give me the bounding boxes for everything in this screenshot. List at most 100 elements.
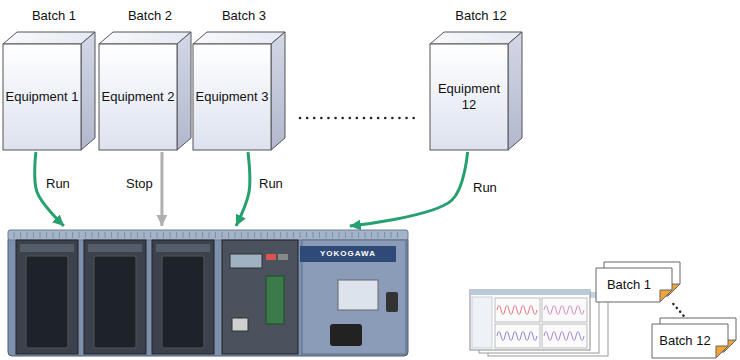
recorder-illustration: [144, 232, 145, 238]
node-outline: [3, 6, 97, 152]
screen-window: [497, 306, 537, 315]
node-outline: [99, 6, 193, 152]
recorder-illustration: [287, 232, 288, 238]
recorder-illustration: [202, 232, 203, 238]
recorder-illustration: [274, 232, 275, 238]
recorder-illustration: [88, 244, 142, 252]
cube-outline: [99, 44, 177, 150]
cube-outline: [430, 32, 522, 150]
recorder-illustration: [222, 232, 223, 238]
recorder-illustration: [365, 232, 366, 238]
recorder-illustration: [358, 232, 359, 238]
recorder-illustration: [183, 232, 184, 238]
recorder-illustration: [215, 232, 216, 238]
recorder-illustration: [20, 244, 74, 252]
recorder-unit: YOKOGAWA: [8, 226, 413, 358]
file-sheets: [652, 318, 736, 358]
recorder-illustration: [267, 232, 268, 238]
cube-outline: [193, 32, 285, 44]
cube-outline: [430, 32, 522, 44]
node-text: Equipment 1: [3, 44, 81, 150]
equipment-box: Batch 2Equipment 2: [99, 6, 193, 152]
recorder-illustration: [339, 232, 340, 238]
equipment-box: Batch 3Equipment 3: [193, 6, 287, 152]
recorder-illustration: [232, 318, 248, 331]
screen-window: [470, 290, 590, 350]
recorder-illustration: [241, 232, 242, 238]
recorder-illustration: [8, 230, 408, 356]
state-label: Run: [471, 180, 499, 196]
signal-arrow: [236, 152, 250, 226]
recorder-illustration: [79, 232, 80, 238]
recorder-illustration: [162, 256, 204, 348]
recorder-illustration: [92, 232, 93, 238]
recorder-illustration: [228, 232, 229, 238]
recorder-illustration: [313, 232, 314, 238]
recorder-illustration: [124, 232, 125, 238]
recorder-illustration: [378, 232, 379, 238]
cube-outline: [430, 44, 508, 150]
recorder-illustration: [156, 244, 210, 252]
ellipsis-dots: [300, 117, 420, 120]
signal-arrow: [350, 152, 468, 226]
cube-outline: [508, 32, 522, 150]
recorder-illustration: [326, 232, 327, 238]
screen-window: [470, 290, 590, 295]
recorder-illustration: [391, 232, 392, 238]
file-sheets: [660, 290, 672, 302]
screen-window: [542, 298, 587, 322]
equipment-box: Batch 1Equipment 1: [3, 6, 97, 152]
recorder-illustration: [33, 232, 34, 238]
recorder-illustration: [137, 232, 138, 238]
recorder-illustration: [266, 254, 276, 260]
recorder-illustration: [278, 254, 288, 260]
recorder-illustration: [352, 232, 353, 238]
cube-outline: [81, 32, 95, 150]
recorder-illustration: [59, 232, 60, 238]
file-sheets: [716, 346, 728, 358]
recorder-illustration: [222, 240, 298, 354]
node-text: Equipment 12: [430, 44, 508, 150]
recorder-illustration: [371, 232, 372, 238]
recorder-illustration: [319, 232, 320, 238]
recorder-illustration: [209, 232, 210, 238]
recorder-illustration: [300, 232, 301, 238]
dotted-link: [673, 304, 685, 318]
recorder-illustration: [66, 232, 67, 238]
recorder-illustration: [230, 254, 262, 268]
screen-window: [544, 332, 584, 341]
file-sheets: [652, 324, 728, 358]
recorder-illustration: [300, 246, 396, 262]
recorder-illustration: [46, 232, 47, 238]
state-label: Run: [257, 176, 285, 192]
recorder-illustration: [152, 240, 214, 354]
recorder-illustration: [235, 232, 236, 238]
recorder-illustration: [176, 232, 177, 238]
cube-outline: [99, 32, 191, 44]
recorder-illustration: [40, 232, 41, 238]
recorder-illustration: [266, 276, 284, 324]
recorder-illustration: [280, 232, 281, 238]
recorder-illustration: [384, 232, 385, 238]
recorder-illustration: [26, 256, 68, 348]
batch-heading: Batch 3: [201, 6, 287, 26]
recorder-illustration: [14, 232, 15, 238]
signal-arrow: [160, 152, 163, 226]
screen-window: [542, 324, 587, 348]
recorder-illustration: [85, 232, 86, 238]
recorder-illustration: [72, 232, 73, 238]
recorder-illustration: [111, 232, 112, 238]
screen-window: [472, 297, 492, 348]
recorder-illustration: [131, 232, 132, 238]
recorder-illustration: [338, 280, 378, 310]
recorder-illustration: [196, 232, 197, 238]
node-outline: [8, 226, 413, 358]
recorder-illustration: [157, 232, 158, 238]
node-text: Batch 1: [598, 270, 660, 300]
recorder-illustration: [163, 232, 164, 238]
recorder-illustration: [306, 232, 307, 238]
recorder-illustration: [170, 232, 171, 238]
